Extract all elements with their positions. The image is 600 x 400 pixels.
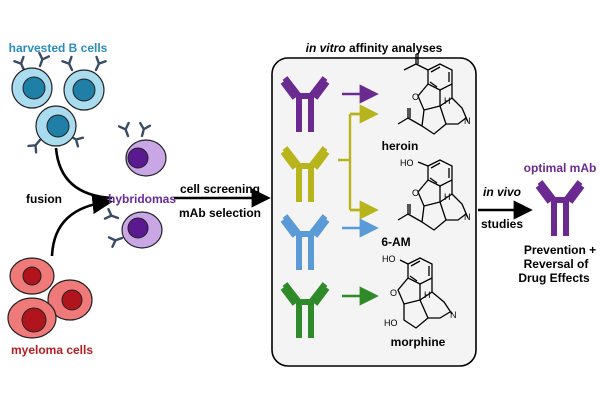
heroin-atom-labels: O N H <box>412 92 471 126</box>
morphine-ho-bottom: HO <box>384 318 398 328</box>
six-am-n: N <box>464 212 471 222</box>
yellow-branch <box>338 112 374 212</box>
heroin-o: O <box>412 92 419 102</box>
in-vitro-title: in vitro affinity analyses <box>306 41 443 55</box>
prevention-label: Prevention + <box>524 243 596 257</box>
optimal-mab-label: optimal mAb <box>524 161 597 175</box>
antibody-green <box>280 282 330 338</box>
in-vitro-italic: in vitro <box>306 41 346 55</box>
mab-selection-label: mAb selection <box>179 206 261 220</box>
affinity-analyses-text: affinity analyses <box>346 41 443 55</box>
myeloma-cluster <box>7 257 93 339</box>
heroin-n: N <box>464 116 471 126</box>
studies-label: studies <box>481 217 523 231</box>
six-am-structure <box>397 159 469 231</box>
myeloma-cells-label: myeloma cells <box>11 343 93 357</box>
heroin-label: heroin <box>382 139 419 153</box>
b-cell-1 <box>11 51 53 109</box>
in-vivo-label: in vivo <box>483 185 521 199</box>
six-am-ho: HO <box>400 158 414 168</box>
morphine-o: O <box>390 288 397 298</box>
fusion-arrow <box>50 193 114 257</box>
fusion-curve-top <box>54 147 113 200</box>
six-am-h: H <box>444 192 451 202</box>
morphine-ho-top: HO <box>382 254 396 264</box>
six-am-atom-labels: HO O N H <box>400 158 471 222</box>
six-am-label: 6-AM <box>381 235 410 249</box>
heroin-h: H <box>444 96 451 106</box>
antibody-purple <box>280 76 330 132</box>
harvested-b-cells-label: harvested B cells <box>9 41 108 55</box>
optimal-antibody <box>535 180 585 236</box>
antibody-blue <box>280 214 330 270</box>
hybridoma-1 <box>117 121 167 177</box>
six-am-o: O <box>412 188 419 198</box>
morphine-n: N <box>450 310 457 320</box>
morphine-h: H <box>424 290 431 300</box>
morphine-atom-labels: HO O N H HO <box>382 254 457 328</box>
hybridoma-2 <box>103 207 163 249</box>
morphine-structure <box>397 257 453 329</box>
cell-screening-label: cell screening <box>180 182 260 196</box>
morphine-label: morphine <box>391 335 446 349</box>
b-cell-2 <box>61 55 107 111</box>
reversal-label: Reversal of <box>524 257 590 271</box>
fusion-label: fusion <box>26 192 62 206</box>
drug-effects-label: Drug Effects <box>518 271 590 285</box>
hybridomas-label: hybridomas <box>108 192 176 206</box>
b-cell-3 <box>27 105 85 154</box>
antibody-yellow <box>280 146 330 202</box>
heroin-structure <box>397 54 469 135</box>
